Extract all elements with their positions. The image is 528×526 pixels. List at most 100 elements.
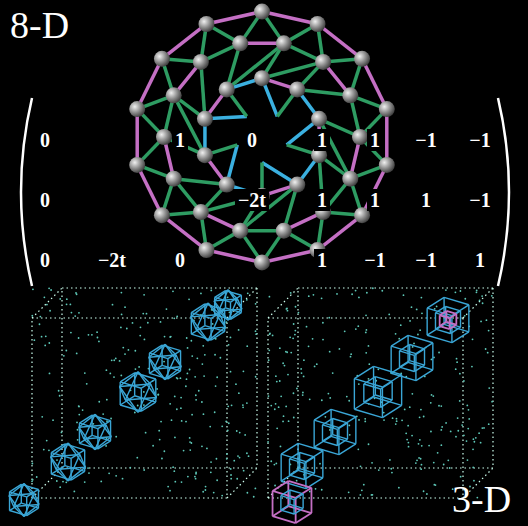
wireframe-edge	[281, 443, 298, 454]
point-cloud-dot	[160, 321, 162, 323]
polytope-vertex	[232, 223, 248, 239]
wireframe-edge	[110, 421, 111, 441]
point-cloud-dot	[409, 406, 411, 408]
point-cloud-dot	[431, 359, 433, 361]
point-cloud-dot	[321, 297, 323, 299]
wireframe-edge	[149, 373, 167, 379]
matrix-entry: 1	[314, 189, 330, 211]
polytope-vertex	[232, 35, 248, 51]
point-cloud-dot	[203, 375, 205, 377]
polytope-vertex	[352, 129, 368, 145]
point-cloud-dot	[237, 455, 239, 457]
left-parenthesis	[21, 98, 32, 286]
point-cloud-dot	[286, 307, 288, 309]
point-cloud-dot	[321, 399, 323, 401]
matrix-entry: 1	[314, 249, 330, 271]
point-cloud-dot	[129, 467, 131, 469]
point-cloud-dot	[303, 359, 305, 361]
point-cloud-dot	[280, 395, 282, 397]
point-cloud-dot	[183, 450, 185, 452]
point-cloud-dot	[269, 333, 271, 335]
wireframe-edge	[135, 396, 156, 402]
polytope-vertex	[154, 207, 170, 223]
point-cloud-dot	[403, 294, 405, 296]
point-cloud-dot	[227, 430, 229, 432]
point-cloud-dot	[219, 357, 221, 359]
matrix-entry: 1	[367, 129, 383, 151]
point-cloud-dot	[428, 445, 430, 447]
wireframe-edge	[414, 355, 415, 371]
wireframe-edge	[10, 503, 22, 510]
bounding-box-edge	[61, 288, 62, 468]
wireframe-edge	[120, 405, 141, 411]
point-cloud-dot	[170, 336, 172, 338]
wireframe-edge	[364, 377, 376, 384]
wireframe-edge	[26, 497, 27, 516]
wireframe-edge	[435, 329, 450, 333]
wireframe-edge	[314, 447, 339, 454]
wireframe-edge	[98, 421, 111, 429]
wireframe-edge	[446, 311, 448, 322]
point-cloud-dot	[339, 348, 341, 350]
point-cloud-dot	[408, 446, 410, 448]
point-cloud-dot	[459, 400, 461, 402]
point-cloud-dot	[191, 355, 193, 357]
point-cloud-dot	[280, 445, 282, 447]
point-cloud-dot	[286, 308, 288, 310]
matrix-entry: −1	[466, 189, 493, 211]
point-cloud-dot	[315, 488, 317, 490]
point-cloud-dot	[97, 337, 99, 339]
point-cloud-dot	[189, 369, 191, 371]
point-cloud-dot	[136, 457, 138, 459]
point-cloud-dot	[478, 432, 480, 434]
point-cloud-dot	[292, 337, 294, 339]
point-cloud-dot	[69, 303, 71, 305]
point-cloud-dot	[48, 287, 50, 289]
wireframe-edge	[399, 344, 409, 350]
wireframe-edge	[416, 370, 433, 381]
point-cloud-dot	[214, 354, 216, 356]
wireframe-edge	[281, 504, 290, 510]
point-cloud-dot	[365, 314, 367, 316]
wireframe-edge	[322, 418, 332, 424]
polytope-vertex	[198, 16, 214, 32]
point-cloud-dot	[344, 330, 346, 332]
point-cloud-dot	[143, 294, 145, 296]
point-cloud-dot	[327, 393, 329, 395]
point-cloud-dot	[236, 430, 238, 432]
point-cloud-dot	[216, 479, 218, 481]
wireframe-edge	[354, 366, 373, 378]
bounding-box-edge	[267, 318, 268, 498]
wireframe-edge	[273, 516, 296, 523]
matrix-entry: 0	[244, 129, 260, 151]
point-cloud-dot	[247, 292, 249, 294]
point-cloud-dot	[482, 302, 484, 304]
point-cloud-dot	[368, 443, 370, 445]
point-cloud-dot	[365, 352, 367, 354]
bounding-box-edge	[226, 318, 227, 498]
wireframe-edge	[288, 481, 311, 488]
wireframe-edge	[290, 504, 303, 508]
point-cloud-dot	[176, 377, 178, 379]
point-cloud-dot	[120, 326, 122, 328]
polytope-vertex	[254, 4, 270, 20]
wireframe-edge	[289, 469, 299, 475]
point-cloud-dot	[204, 354, 206, 356]
point-cloud-dot	[481, 295, 483, 297]
wireframe-edge	[302, 494, 303, 508]
point-cloud-dot	[59, 486, 61, 488]
point-cloud-dot	[314, 365, 316, 367]
wireframe-edge	[364, 402, 381, 407]
polytope-vertex	[342, 171, 358, 187]
wireframe-edge	[399, 351, 414, 355]
point-cloud-dot	[36, 476, 38, 478]
point-cloud-dot	[273, 464, 275, 466]
point-cloud-dot	[463, 434, 465, 436]
wireframe-edge	[21, 503, 38, 508]
bounding-box-edge	[463, 288, 493, 318]
point-cloud-dot	[308, 295, 310, 297]
point-cloud-dot	[174, 481, 176, 483]
point-cloud-dot	[236, 478, 238, 480]
point-cloud-dot	[41, 416, 43, 418]
wireframe-edge	[231, 295, 242, 302]
